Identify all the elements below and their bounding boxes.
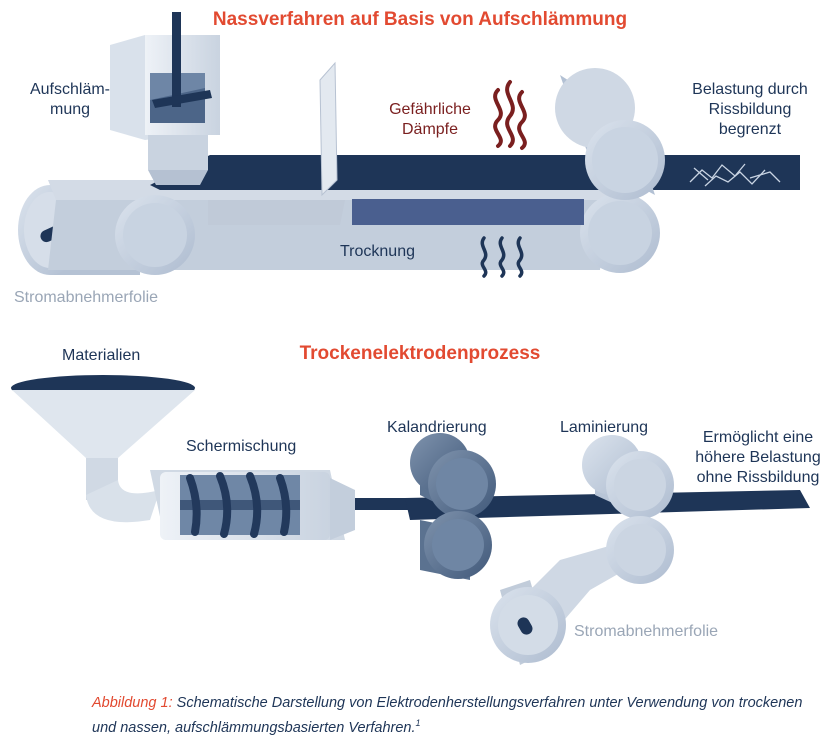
slurry-label-line1: Aufschläm- [29,81,111,98]
fumes-icon [493,80,527,150]
slurry-label-line2: mung [49,101,91,118]
electrode-strip-wet [150,155,800,190]
cracking-label: Belastung durch Rissbildung begrenzt [670,80,830,140]
caption-reference: 1 [415,718,421,728]
cracking-label-line1: Belastung durch [692,81,808,98]
benefit-label-line2: höhere Belastung [695,449,821,466]
material-funnel [11,375,195,523]
slurry-label: Aufschläm- mung [10,80,130,120]
wet-process-title: Nassverfahren auf Basis von Aufschlämmun… [212,9,628,30]
slurry-hopper [110,12,220,185]
fumes-label-line2: Dämpfe [401,121,459,138]
heat-icon [480,236,524,278]
caption-lead: Abbildung 1: [92,695,173,711]
foil-supply-roll-dry [490,580,566,665]
extruder-nozzle [355,498,410,510]
shear-mixing-label: Schermischung [186,438,297,455]
wet-process-diagram [18,12,800,278]
fumes-label-line1: Gefährliche [389,101,471,118]
drying-label: Trocknung [340,243,415,260]
doctor-blade [319,61,338,197]
figure-caption: Abbildung 1: Schematische Darstellung vo… [92,693,822,738]
caption-text: Schematische Darstellung von Elektrodenh… [92,695,803,736]
benefit-label-line3: ohne Rissbildung [696,469,820,486]
shear-mixer [150,470,355,540]
benefit-label: Ermöglicht eine höhere Belastung ohne Ri… [678,428,838,488]
cracking-label-line3: begrenzt [718,121,782,138]
lamination-rollers [582,435,674,584]
fumes-label: Gefährliche Dämpfe [370,100,490,140]
top-roller-wet [555,68,665,200]
dry-process-title: Trockenelektrodenprozess [299,343,541,364]
foil-label-dry: Stromabnehmerfolie [574,623,719,640]
dry-process-diagram [11,375,810,665]
crack-pattern [689,163,781,187]
calender-rollers [410,433,496,580]
drying-zone [352,199,584,225]
foil-label-wet: Stromabnehmerfolie [14,289,159,306]
lamination-label: Laminierung [560,419,649,436]
materials-label: Materialien [62,347,141,364]
benefit-label-line1: Ermöglicht eine [702,429,814,446]
cracking-label-line2: Rissbildung [708,101,792,118]
calendering-label: Kalandrierung [387,419,487,436]
electrode-strip-dry [405,490,810,520]
